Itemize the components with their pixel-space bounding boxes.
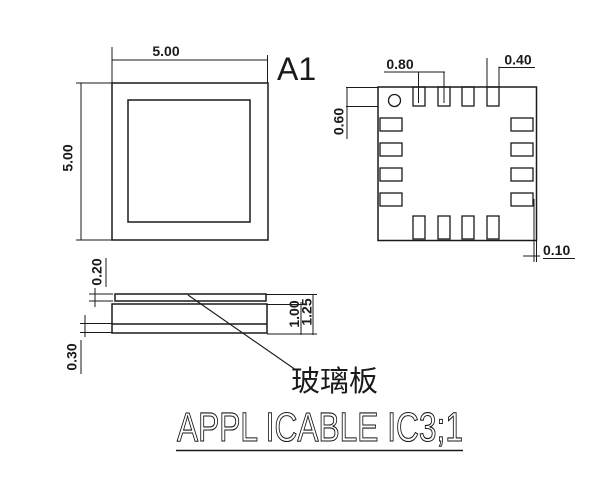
dimension-bottom-layer: 0.30 [64,315,112,374]
glass-label: 玻璃板 [291,365,378,398]
glass-leader-line [187,294,297,371]
dim-label-bottom-layer: 0.30 [64,343,80,370]
dimension-pad-pitch: 0.80 [384,56,445,103]
glass-plate-outline [114,293,267,302]
pad-bottom-4 [486,215,500,240]
pad-right-1 [510,117,534,132]
dim-label-edge-offset: 0.10 [543,242,570,258]
dimension-heights-right: 1.00 1.25 [266,294,317,335]
pad-layout-view: 0.80 0.40 0.60 0.10 [331,52,575,262]
dim-label-total-height: 1.25 [299,298,315,325]
dimension-width: 5.00 [111,43,268,83]
pad-left-3 [379,167,403,182]
pad-right-4 [510,192,534,207]
dim-label-pad-length: 0.60 [331,108,347,135]
pad-left-4 [379,192,403,207]
pad-right-2 [510,142,534,157]
dim-label-height: 5.00 [60,144,76,171]
dim-label-pad-pitch: 0.80 [386,56,413,72]
dim-label-glass-thickness: 0.20 [89,258,105,285]
package-body-outline [111,303,268,334]
dimension-height: 5.00 [60,82,112,241]
pad-bottom-3 [461,215,475,240]
dimension-glass-thickness: 0.20 [89,258,113,307]
die-cavity-outline [127,99,251,223]
pin1-indicator-circle [387,93,402,108]
dimension-pad-length: 0.60 [331,87,378,139]
package-outline [111,82,269,241]
revision-label: A1 [277,51,316,87]
dim-label-width: 5.00 [152,43,179,59]
dimension-edge-offset: 0.10 [523,199,575,262]
drawing-title: APPL ICABLE IC3;1 [177,404,463,450]
pad-top-4 [486,86,500,107]
pad-bottom-2 [437,215,451,240]
pad-left-1 [379,117,403,132]
package-side-view: 0.20 0.30 1.00 1.25 玻璃板 [64,258,378,398]
pad-right-3 [510,167,534,182]
dim-label-pad-width: 0.40 [504,52,531,68]
pad-bottom-1 [412,215,426,240]
dimension-pad-width: 0.40 [486,52,535,87]
pad-top-3 [461,86,475,107]
package-top-view: 5.00 5.00 A1 [60,43,316,241]
dim-label-body-height: 1.00 [286,300,302,327]
pad-left-2 [379,142,403,157]
pad-view-outline [377,86,538,242]
title-block: APPL ICABLE IC3;1 [176,403,464,452]
